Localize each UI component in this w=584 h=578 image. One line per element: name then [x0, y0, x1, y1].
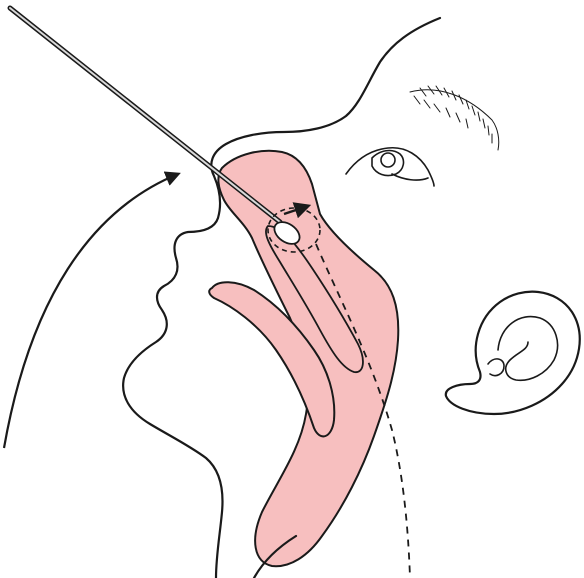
ear-icon — [446, 292, 580, 414]
lower-lid — [392, 174, 428, 180]
airway-region — [209, 151, 398, 566]
ear-inner — [498, 317, 558, 381]
pupil-icon — [381, 153, 395, 167]
ear-outer — [446, 292, 580, 414]
eyebrow-icon — [410, 86, 499, 150]
eye-group — [346, 86, 499, 186]
ear-canal — [488, 359, 504, 376]
insertion-arrow — [4, 174, 178, 448]
eye-icon — [372, 151, 403, 176]
